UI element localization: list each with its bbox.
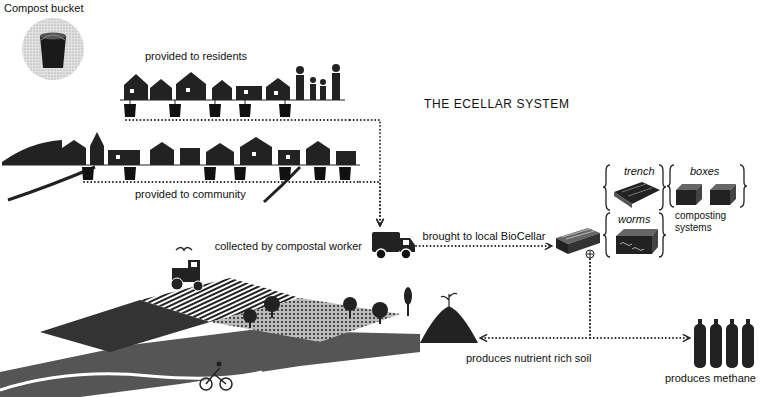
flow-connector [416,245,552,247]
farmland [0,248,420,397]
flow-connector [480,259,590,338]
trench-node: trench [612,165,660,209]
node-label: produces nutrient rich soil [466,352,591,365]
trench-picture [614,182,660,208]
node-label: worms [618,213,650,226]
diagram-title: THE ECELLAR SYSTEM [424,98,570,111]
flow-connector [350,120,380,226]
node-label: composting systems [675,210,739,234]
flow-connector [590,259,690,338]
methane-node: produces methane [690,318,758,370]
node-label: provided to residents [145,50,247,63]
community-buildings [2,132,360,202]
methane-tanks [694,319,754,368]
biocellar [556,228,600,258]
edge-label: brought to local BioCellar [421,230,548,243]
boxes-picture [676,184,736,205]
node-label: collected by compostal worker [215,240,362,253]
truck-node: collected by compostal worker [370,226,416,260]
braces [603,165,747,257]
community-group: provided to community [55,128,360,206]
node-label: trench [624,165,655,178]
collection-truck [372,232,415,259]
node-label: Compost bucket [4,2,83,15]
node-label: produces methane [665,372,756,385]
composting-group: composting systems trench boxes worms [552,162,750,259]
flow-connector [360,182,380,226]
bucket-node: Compost bucket [22,18,84,80]
title-holder: THE ECELLAR SYSTEM [424,98,570,111]
resident-houses [120,64,350,120]
worm-bin-picture [616,229,658,254]
boxes-node: boxes [672,165,742,207]
worms-node: worms [612,213,660,256]
residents-group: provided to residents [118,48,350,124]
compost-bucket [22,18,84,80]
edge-label-holder: brought to local BioCellar [0,0,127,13]
node-label: provided to community [135,188,246,201]
soil-pile [420,293,478,343]
node-label: boxes [690,165,719,178]
soil-pile-node: produces nutrient rich soil [418,298,480,344]
